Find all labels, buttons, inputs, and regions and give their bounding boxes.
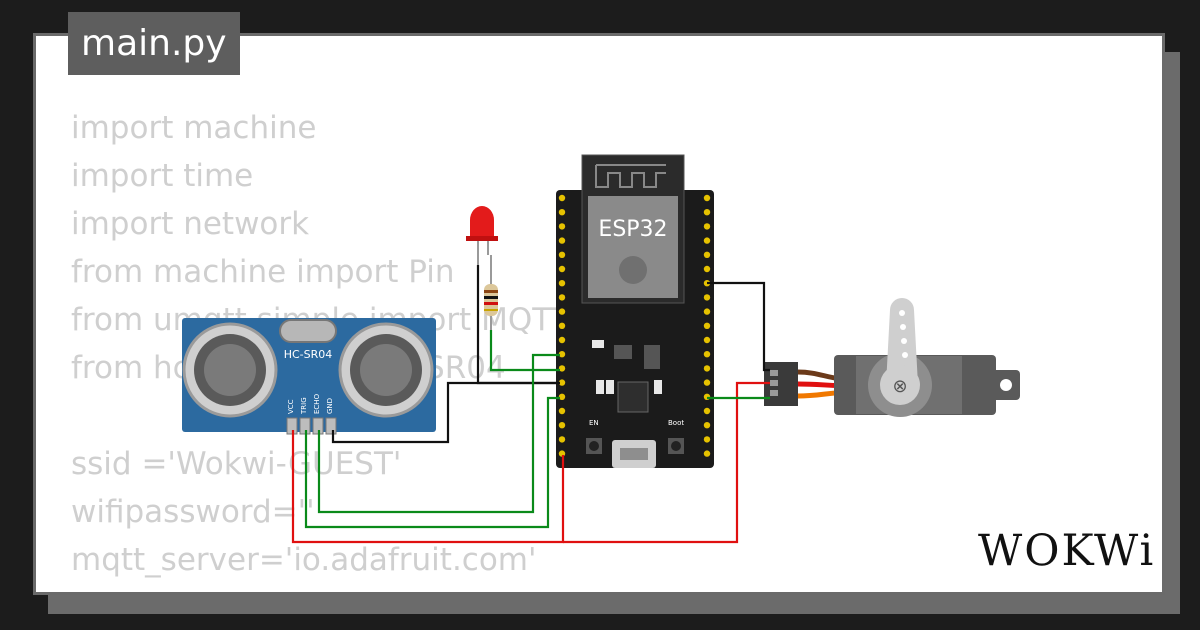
wire-red-vcc	[291, 430, 565, 544]
esp32-pin[interactable]	[703, 379, 711, 386]
code-preview: import machine import time import networ…	[71, 104, 570, 592]
esp32-pin[interactable]	[703, 265, 711, 273]
wires	[291, 265, 770, 544]
esp32-pin[interactable]	[558, 209, 566, 216]
esp32-label: ESP32	[598, 217, 667, 242]
wire-green-resistor	[489, 330, 560, 372]
wokwi-logo: WOKWi	[978, 526, 1156, 576]
boot-button-label: Boot	[668, 419, 684, 427]
esp32-pin[interactable]	[558, 436, 566, 443]
esp32-pin[interactable]	[703, 365, 711, 372]
esp32-pin[interactable]	[703, 422, 711, 429]
esp32-pin[interactable]	[703, 294, 711, 301]
esp32-pin[interactable]	[558, 194, 566, 202]
esp32-pin[interactable]	[558, 280, 566, 287]
code-line: mqtt_server='io.adafruit.com'	[71, 542, 537, 578]
esp32-pin[interactable]	[558, 223, 566, 230]
esp32-pin[interactable]	[558, 351, 566, 358]
esp32-pin[interactable]	[558, 251, 566, 258]
code-line: import network	[71, 206, 310, 242]
servo-screw-icon: ⊗	[892, 376, 907, 397]
esp32-pin[interactable]	[558, 294, 566, 301]
code-line: port=1883	[71, 584, 570, 592]
wire-black-gnd	[331, 381, 560, 444]
sensor-transducer-left	[182, 322, 278, 418]
en-button-label: EN	[589, 419, 599, 427]
esp32-pin[interactable]	[558, 393, 566, 400]
esp32-pin[interactable]	[558, 422, 566, 429]
esp32-pin[interactable]	[558, 407, 566, 415]
sensor-pin-label: VCC	[287, 399, 295, 414]
code-line: import time	[71, 158, 254, 194]
red-led[interactable]	[466, 206, 498, 265]
esp32-pin[interactable]	[558, 322, 566, 329]
sensor-pin-label: GND	[326, 398, 334, 414]
esp32-pin[interactable]	[703, 209, 711, 216]
sensor-label: HC-SR04	[284, 348, 333, 361]
esp32-pin[interactable]	[558, 379, 566, 386]
esp32-pin[interactable]	[703, 194, 711, 202]
esp32-pin[interactable]	[703, 223, 711, 230]
code-line: from machine import Pin	[71, 254, 455, 290]
esp32-pin[interactable]	[558, 336, 566, 344]
wire-red-servo	[563, 381, 770, 544]
esp32-pin[interactable]	[703, 308, 711, 315]
wire-green-trig	[304, 396, 560, 529]
esp32-pin[interactable]	[558, 365, 566, 372]
esp32-pin[interactable]	[703, 237, 711, 244]
file-tab[interactable]: main.py	[68, 12, 240, 75]
code-line: wifipassword=''	[71, 494, 315, 530]
hc-sr04-sensor[interactable]: HC-SR04 VCC TRIG ECHO GND	[182, 318, 436, 435]
sensor-transducer-right	[338, 322, 434, 418]
esp32-right-pin-header[interactable]	[703, 194, 711, 457]
esp32-pin[interactable]	[703, 322, 711, 329]
esp32-board[interactable]: ESP32 EN Boot	[556, 154, 714, 468]
esp32-pin[interactable]	[558, 237, 566, 244]
esp32-pin[interactable]	[703, 436, 711, 443]
esp32-left-pin-header[interactable]	[558, 194, 566, 457]
code-line: ssid ='Wokwi-GUEST'	[71, 446, 402, 482]
resistor[interactable]	[484, 255, 498, 330]
code-line: import machine	[71, 110, 317, 146]
wire-green-echo	[317, 353, 560, 514]
esp32-pin[interactable]	[703, 351, 711, 358]
sensor-pin-label: ECHO	[313, 393, 321, 414]
servo-motor[interactable]: ⊗	[764, 298, 1020, 417]
sensor-pin-label: TRIG	[300, 397, 308, 415]
esp32-pin[interactable]	[558, 308, 566, 315]
esp32-pin[interactable]	[703, 251, 711, 258]
esp32-pin[interactable]	[558, 265, 566, 273]
wire-black-servo	[707, 281, 770, 372]
esp32-pin[interactable]	[703, 336, 711, 344]
esp32-pin[interactable]	[703, 407, 711, 415]
esp32-pin[interactable]	[703, 450, 711, 457]
